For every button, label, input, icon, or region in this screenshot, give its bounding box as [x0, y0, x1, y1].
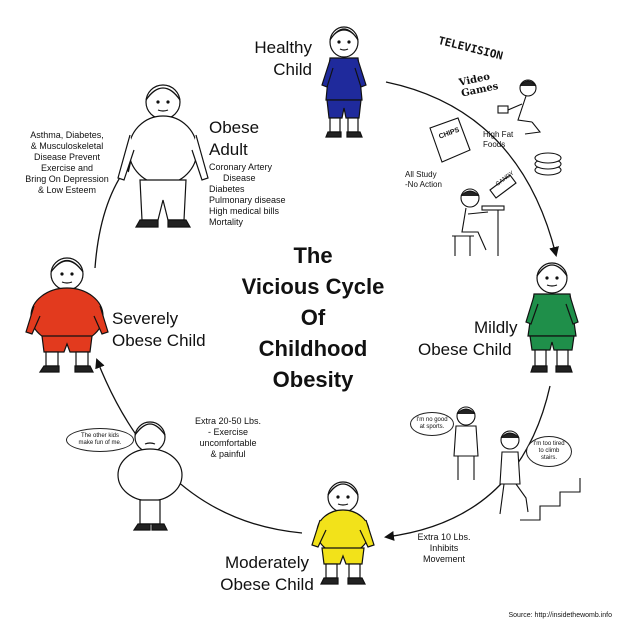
title-line-1: The — [293, 243, 333, 268]
obese-adult-figure — [117, 84, 209, 228]
too-tired-speech-bubble: I'm too tired to climb stairs. — [526, 436, 572, 467]
extra-20-50-lbs-note: Extra 20-50 Lbs. - Exercise uncomfortabl… — [194, 416, 262, 459]
stairs-kid-figure — [499, 430, 581, 521]
arrow-healthy-to-mild — [385, 81, 559, 257]
burger-icon — [534, 152, 562, 176]
sad-kid-figure — [453, 406, 479, 480]
no-good-speech-bubble: I'm no good at sports. — [410, 412, 454, 436]
other-kids-speech-bubble: The other kids make fun of me. — [66, 428, 134, 452]
severely-obese-label: Severely Obese Child — [112, 309, 206, 350]
studying-kid-figure — [452, 188, 505, 256]
title-line-4: Childhood — [258, 336, 368, 361]
all-study-note: All Study -No Action — [405, 170, 442, 189]
healthy-child-figure — [321, 26, 367, 138]
healthy-child-label: Healthy Child — [254, 38, 312, 79]
tv-kid-figure — [497, 79, 542, 135]
disease-note: Asthma, Diabetes, & Musculoskeletal Dise… — [25, 130, 109, 195]
moderately-obese-label: Moderately Obese Child — [220, 553, 314, 594]
extra-10-lbs-note: Extra 10 Lbs. Inhibits Movement — [417, 532, 471, 564]
title-line-5: Obesity — [272, 367, 354, 392]
obese-adult-label: Obese Adult — [209, 118, 260, 159]
title-line-2: Vicious Cycle — [241, 274, 385, 299]
mildly-obese-label: Mildly Obese Child — [418, 318, 518, 359]
adult-conditions-list: Coronary Artery Disease Diabetes Pulmona… — [209, 162, 286, 227]
overweight-child-figure — [117, 421, 183, 531]
high-fat-foods-note: High Fat Foods — [483, 130, 514, 149]
arrow-mild-to-moderate — [384, 385, 551, 541]
chips-bag-icon — [429, 117, 471, 163]
severely-obese-child-figure — [25, 257, 109, 373]
moderately-obese-child-figure — [311, 481, 375, 585]
source-credit: Source: http://insidethewomb.info — [508, 612, 612, 619]
title-line-3: Of — [300, 305, 326, 330]
mildly-obese-child-figure — [525, 262, 579, 373]
candy-bar-icon — [489, 174, 517, 199]
diagram-title: The Vicious Cycle Of Childhood Obesity — [218, 240, 408, 395]
